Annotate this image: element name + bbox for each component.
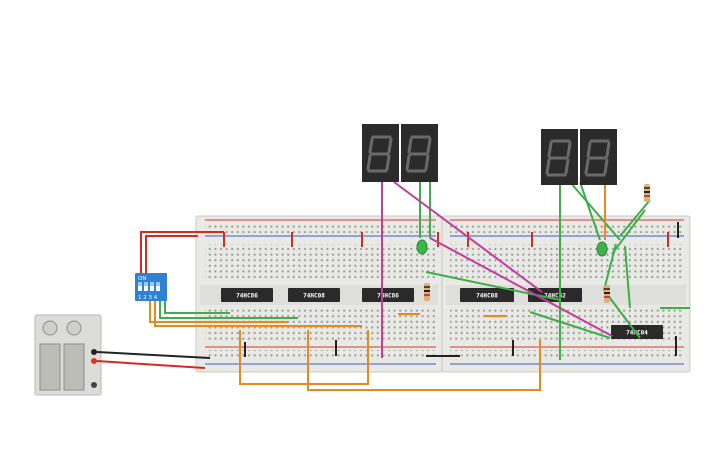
power-supply-icon[interactable] xyxy=(34,314,102,396)
chip-74hc86-2[interactable]: 74HC86 xyxy=(362,288,414,302)
seven-segment-display-icon xyxy=(362,124,617,185)
chip-74hc08-2[interactable]: 74HC08 xyxy=(460,288,514,302)
chip-74hc86-1[interactable]: 74HC86 xyxy=(221,288,273,302)
svg-text:74HC08: 74HC08 xyxy=(303,293,325,300)
svg-text:1 2 3 4: 1 2 3 4 xyxy=(138,295,158,301)
dip-switch-icon[interactable]: ON 1 2 3 4 xyxy=(135,273,167,301)
svg-text:ON: ON xyxy=(138,276,146,282)
svg-text:74HC86: 74HC86 xyxy=(236,293,258,300)
led-icon[interactable] xyxy=(416,239,608,257)
svg-text:74HC86: 74HC86 xyxy=(377,293,399,300)
chip-74hc04[interactable]: 74HC04 xyxy=(611,325,663,339)
power-wires xyxy=(96,351,211,369)
rail-jumpers xyxy=(223,222,679,357)
svg-text:74HC32: 74HC32 xyxy=(544,293,566,300)
chip-74hc08-1[interactable]: 74HC08 xyxy=(288,288,340,302)
wires-red xyxy=(140,231,224,276)
wires-magenta xyxy=(381,181,613,358)
svg-text:74HC08: 74HC08 xyxy=(476,293,498,300)
resistor-icon[interactable] xyxy=(424,184,650,303)
wires-green xyxy=(159,181,690,360)
